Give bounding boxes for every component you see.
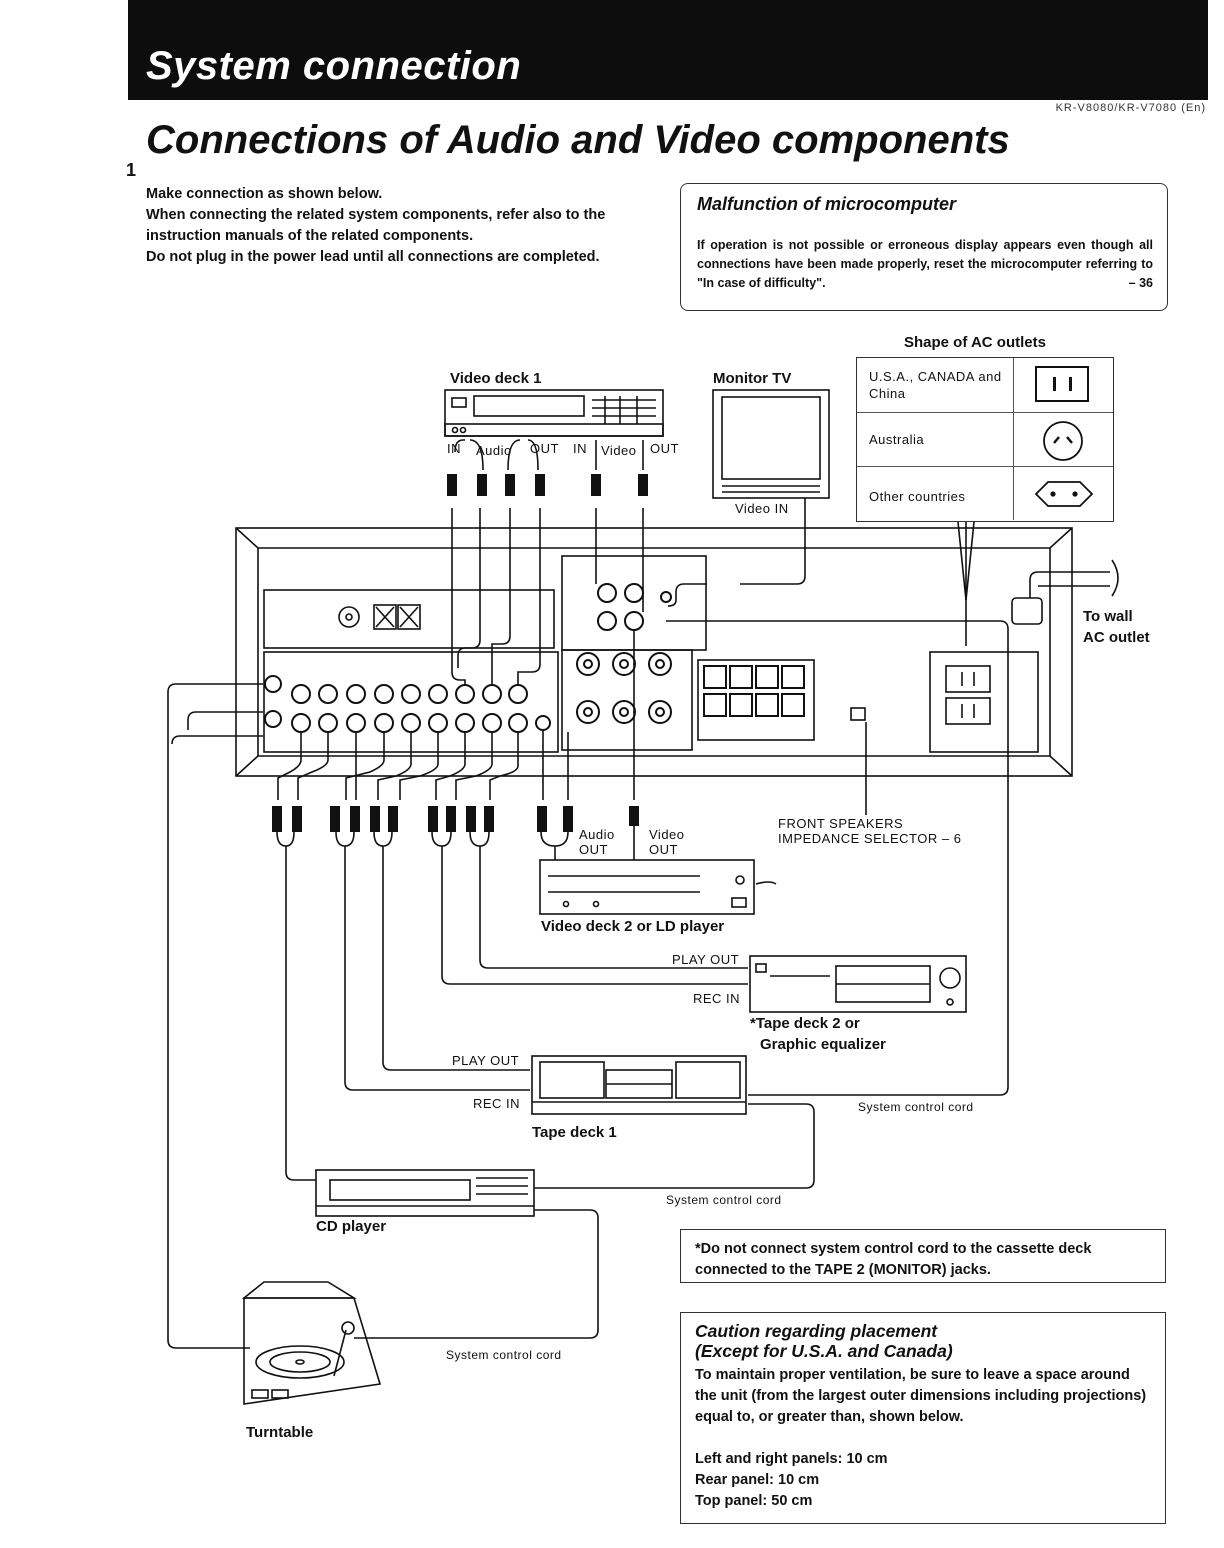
front-speakers-label: FRONT SPEAKERS bbox=[778, 816, 904, 831]
video-deck-1-label: Video deck 1 bbox=[450, 370, 542, 387]
note-text: *Do not connect system control cord to t… bbox=[695, 1239, 1091, 1281]
intro-para-2: When connecting the related system compo… bbox=[146, 207, 606, 244]
ac-outlets-title: Shape of AC outlets bbox=[904, 334, 1046, 351]
impedance-selector-label: IMPEDANCE SELECTOR – 6 bbox=[778, 831, 961, 846]
audio-out-out: OUT bbox=[579, 842, 608, 857]
video-deck-1-drawing bbox=[444, 389, 664, 437]
video-deck-1-cables bbox=[451, 439, 644, 686]
deck1-out-video: OUT bbox=[650, 441, 679, 456]
outlet-name: U.S.A., CANADA and China bbox=[869, 369, 1002, 401]
caution-list: Left and right panels: 10 cm Rear panel:… bbox=[695, 1449, 888, 1512]
video-deck-2-drawing bbox=[539, 859, 777, 915]
caution-title-1: Caution regarding placement bbox=[695, 1321, 938, 1341]
video-out-out: OUT bbox=[649, 842, 678, 857]
note-line-2: connected to the TAPE 2 (MONITOR) jacks. bbox=[695, 1262, 991, 1278]
cd-player-label: CD player bbox=[316, 1218, 387, 1235]
system-control-cord-label-2: System control cord bbox=[666, 1193, 782, 1207]
video-in-label: Video IN bbox=[735, 501, 789, 516]
video-deck-1-plugs bbox=[447, 474, 648, 496]
page-heading: Connections of Audio and Video component… bbox=[146, 118, 1010, 162]
lower-component-cables bbox=[276, 826, 748, 1181]
tape2-rec-in: REC IN bbox=[693, 991, 741, 1006]
monitor-tv-drawing bbox=[712, 389, 830, 499]
caution-text: To maintain proper ventilation, be sure … bbox=[695, 1367, 1147, 1425]
caution-title: Caution regarding placement (Except for … bbox=[695, 1321, 953, 1361]
tape1-rec-in: REC IN bbox=[473, 1096, 521, 1111]
two-flat-pin-outlet-icon bbox=[1013, 358, 1114, 412]
caution-item: Left and right panels: 10 cm bbox=[695, 1451, 888, 1467]
outlet-name: Other countries bbox=[869, 489, 966, 504]
power-cord bbox=[1029, 571, 1110, 598]
malfunction-text: If operation is not possible or erroneou… bbox=[697, 236, 1153, 293]
angled-pin-outlet-icon bbox=[1013, 412, 1114, 466]
monitor-tv-label: Monitor TV bbox=[713, 370, 792, 387]
speaker-terminals bbox=[576, 652, 805, 724]
monitor-video-cable-end bbox=[667, 583, 707, 607]
impedance-page-ref: – 6 bbox=[941, 831, 962, 846]
system-control-cord-2 bbox=[534, 1103, 815, 1189]
tape-deck-2-label-1: *Tape deck 2 or bbox=[750, 1015, 860, 1032]
cd-player-drawing bbox=[315, 1169, 535, 1217]
header-banner: System connection bbox=[128, 0, 1208, 100]
tape1-play-out: PLAY OUT bbox=[452, 1053, 520, 1068]
tape-deck-2-label-2: Graphic equalizer bbox=[760, 1036, 886, 1053]
audio-plugs-row bbox=[272, 806, 639, 832]
caution-item: Rear panel: 10 cm bbox=[695, 1472, 820, 1488]
heading-mark: 1 bbox=[126, 160, 137, 180]
turntable-drawing bbox=[241, 1281, 382, 1405]
note-box: *Do not connect system control cord to t… bbox=[680, 1229, 1166, 1283]
tape-deck-2-drawing bbox=[749, 955, 967, 1013]
system-control-cord-1 bbox=[666, 620, 1009, 1096]
deck1-in-video: IN bbox=[573, 441, 587, 456]
ac-outlets-table: U.S.A., CANADA and China Australia Other… bbox=[856, 357, 1114, 522]
deck1-audio: Audio bbox=[476, 443, 512, 458]
malfunction-body: If operation is not possible or erroneou… bbox=[697, 238, 1153, 290]
malfunction-box: Malfunction of microcomputer If operatio… bbox=[680, 183, 1168, 311]
deck1-video: Video bbox=[601, 443, 637, 458]
system-control-cord-3 bbox=[354, 1209, 599, 1339]
system-control-cord-label-1: System control cord bbox=[858, 1100, 974, 1114]
tape2-play-out: PLAY OUT bbox=[672, 952, 740, 967]
intro-para-3: Do not plug in the power lead until all … bbox=[146, 249, 600, 265]
video-out-label: Video bbox=[649, 827, 685, 842]
malfunction-title: Malfunction of microcomputer bbox=[697, 194, 957, 214]
model-code: KR-V8080/KR-V7080 (En) bbox=[1055, 102, 1206, 114]
tape-deck-1-label: Tape deck 1 bbox=[532, 1124, 617, 1141]
audio-out-label: Audio bbox=[579, 827, 615, 842]
caution-item: Top panel: 50 cm bbox=[695, 1493, 813, 1509]
deck1-out-audio: OUT bbox=[530, 441, 559, 456]
monitor-video-cable bbox=[740, 498, 806, 585]
impedance-selector-text: IMPEDANCE SELECTOR bbox=[778, 831, 938, 846]
deck1-in-audio: IN bbox=[447, 441, 461, 456]
outlet-row-australia: Australia bbox=[857, 412, 1113, 467]
ac-outlet-label: AC outlet bbox=[1083, 629, 1150, 646]
to-wall-label: To wall bbox=[1083, 608, 1133, 625]
intro-text: Make connection as shown below. When con… bbox=[146, 184, 626, 268]
round-pin-outlet-icon bbox=[1013, 466, 1114, 520]
tape-deck-1-drawing bbox=[531, 1055, 747, 1115]
malfunction-page-ref: – 36 bbox=[1128, 276, 1153, 290]
section-title: System connection bbox=[146, 44, 522, 88]
caution-title-2: (Except for U.S.A. and Canada) bbox=[695, 1341, 953, 1361]
note-line-1: *Do not connect system control cord to t… bbox=[695, 1241, 1092, 1257]
audio-cables-down bbox=[277, 630, 635, 800]
turntable-ground-cable bbox=[167, 683, 263, 1349]
video-jacks bbox=[597, 583, 672, 631]
audio-input-jacks bbox=[264, 675, 551, 733]
receiver-rear-panel-drawing bbox=[235, 527, 1073, 777]
outlet-row-usa: U.S.A., CANADA and China bbox=[857, 358, 1113, 413]
outlet-row-other: Other countries bbox=[857, 466, 1113, 520]
caution-box: Caution regarding placement (Except for … bbox=[680, 1312, 1166, 1524]
system-control-cord-label-3: System control cord bbox=[446, 1348, 562, 1362]
outlet-name: Australia bbox=[869, 432, 925, 447]
turntable-label: Turntable bbox=[246, 1424, 314, 1441]
video-deck-2-label: Video deck 2 or LD player bbox=[541, 918, 725, 935]
intro-line-1: Make connection as shown below. bbox=[146, 186, 383, 202]
